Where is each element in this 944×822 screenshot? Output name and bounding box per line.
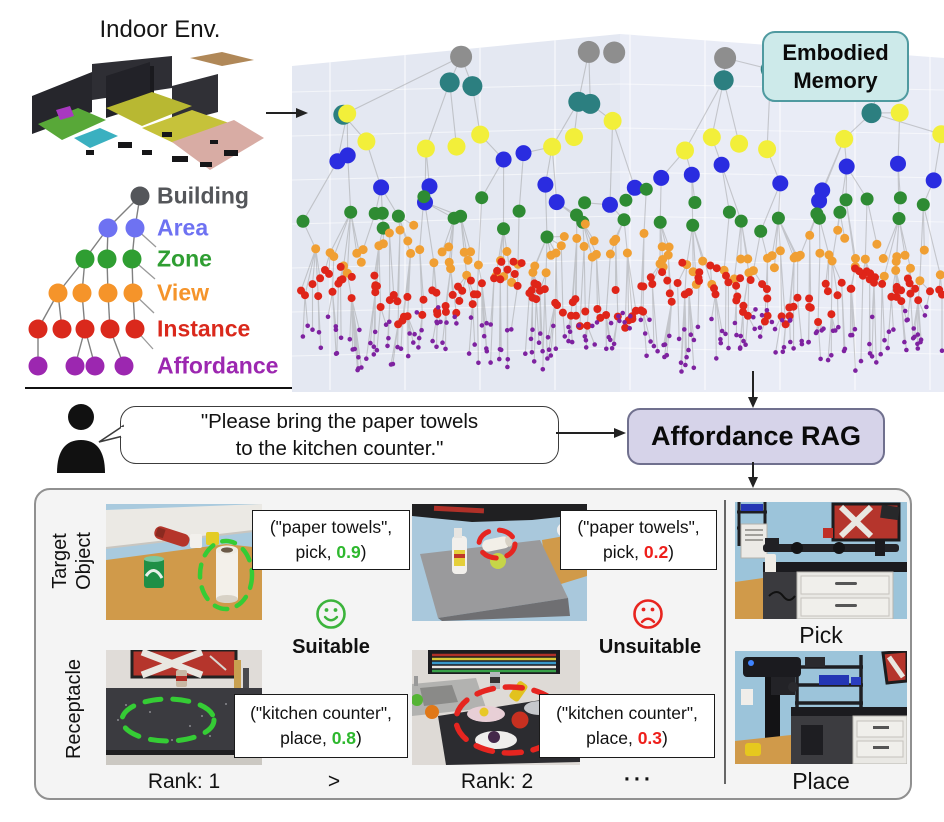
drawers — [796, 571, 894, 619]
photo-place-action — [735, 651, 907, 764]
panel-vertical-divider — [724, 500, 726, 784]
arrow-env-to-graph — [266, 108, 308, 118]
can — [176, 670, 187, 687]
counter — [791, 707, 907, 716]
section-divider-line — [25, 387, 557, 389]
arrow-query-to-rag — [556, 428, 626, 438]
white-cup — [190, 534, 202, 548]
apple — [511, 711, 529, 729]
arrow-memory-to-rag — [748, 371, 758, 408]
photo-target-rank1 — [106, 504, 262, 620]
score-value: 0.3 — [637, 728, 663, 748]
legend-label-view: View — [157, 279, 209, 306]
rank-ellipsis: ··· — [624, 768, 654, 791]
place-caption: Place — [792, 767, 850, 794]
score-value: 0.8 — [331, 728, 357, 748]
embodied-memory-line1: Embodied — [782, 39, 889, 65]
legend-label-building: Building — [157, 182, 249, 209]
speech-bubble-tail — [98, 424, 124, 443]
robot-arm — [763, 538, 899, 556]
lemon — [479, 707, 489, 717]
tuple-target-rank1: ("paper towels", pick, 0.9) — [252, 510, 410, 570]
indoor-env-thumbnail — [22, 46, 268, 182]
paper-towel-roll — [216, 545, 238, 603]
napkin-holder — [740, 523, 768, 559]
red-x-painting — [831, 502, 901, 542]
green-dashed-circle — [119, 696, 217, 744]
legend-label-instance: Instance — [157, 315, 251, 342]
rank-1-label: Rank: 1 — [147, 770, 221, 793]
results-panel: Target Object Receptacle — [34, 488, 912, 800]
tuple-receptacle-rank2: ("kitchen counter", place, 0.3) — [539, 694, 715, 758]
arrow-rag-to-panel — [748, 462, 758, 488]
pringles-can — [154, 526, 190, 547]
affordance-rag-box: Affordance RAG — [627, 408, 885, 465]
drawers — [852, 715, 907, 764]
pick-caption: Pick — [799, 621, 843, 648]
indoor-env-title: Indoor Env. — [99, 16, 221, 43]
can — [490, 672, 500, 689]
soda-can — [144, 556, 164, 588]
plum — [488, 731, 500, 743]
legend-label-area: Area — [157, 214, 209, 241]
query-line1: "Please bring the paper towels — [200, 410, 479, 433]
query-line2: to the kitchen counter." — [235, 437, 444, 460]
photo-pick-action — [735, 502, 907, 619]
tuple-receptacle-rank1: ("kitchen counter", place, 0.8) — [234, 694, 408, 758]
embodied-memory-line2: Memory — [793, 67, 878, 93]
yellow-cup — [745, 743, 761, 756]
red-dashed-circle — [476, 527, 518, 561]
counter — [763, 562, 907, 572]
legend-label-zone: Zone — [157, 245, 212, 272]
paper-towel-roll — [482, 535, 513, 552]
scan-floor-pink — [172, 120, 264, 170]
tuple-target-rank2: ("paper towels", pick, 0.2) — [560, 510, 717, 570]
embodied-memory-graph — [291, 34, 944, 392]
score-value: 0.9 — [336, 542, 361, 562]
rank-comparator: > — [327, 770, 341, 793]
smiley-face-icon — [316, 599, 346, 629]
blue-bin — [819, 675, 849, 685]
spray-bottle — [452, 528, 467, 574]
person-icon — [57, 404, 105, 473]
green-dashed-circle — [197, 538, 255, 612]
striped-picture — [428, 650, 560, 674]
hierarchy-legend-tree — [28, 186, 157, 376]
yellow-cup — [206, 532, 219, 545]
rank-2-label: Rank: 2 — [460, 770, 534, 793]
embodied-memory-box: Embodied Memory — [762, 31, 909, 102]
frowny-face-icon — [633, 599, 663, 629]
verdict-unsuitable: Unsuitable — [598, 635, 702, 658]
legend-label-affordance: Affordance — [157, 352, 279, 379]
user-query-bubble: "Please bring the paper towels to the ki… — [120, 406, 559, 464]
red-x-painting — [881, 651, 907, 685]
score-value: 0.2 — [643, 542, 669, 562]
row-label-target-object: Target Object — [49, 532, 95, 590]
verdict-suitable: Suitable — [292, 635, 370, 658]
scan-floor-green — [38, 108, 106, 140]
row-label-receptacle: Receptacle — [63, 658, 85, 760]
photo-target-rank2 — [412, 504, 587, 621]
orange-cup — [425, 705, 439, 719]
blue-bin — [741, 504, 763, 511]
